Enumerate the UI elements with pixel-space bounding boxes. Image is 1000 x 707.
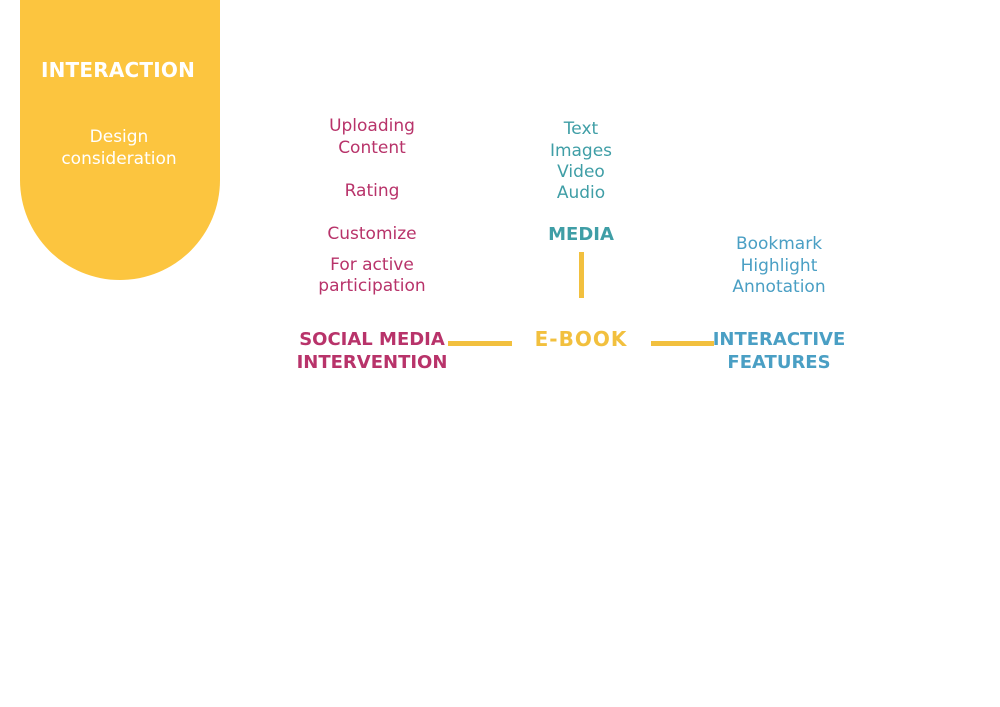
media-item: Video: [557, 162, 605, 182]
tab-subtitle-line2: consideration: [61, 149, 177, 169]
social-item: Customize: [327, 224, 417, 244]
tab-subtitle: Design consideration: [20, 126, 218, 170]
social-item: Content: [338, 138, 406, 158]
interactive-item: Highlight: [740, 256, 818, 276]
right-connector: [651, 341, 714, 346]
social-item: For active: [330, 255, 414, 275]
media-heading: MEDIA: [548, 224, 614, 245]
social-item: Uploading: [329, 116, 415, 136]
media-item: Text: [563, 119, 599, 139]
ebook-label: E-BOOK: [534, 327, 628, 351]
interaction-tab: [20, 0, 220, 280]
social-media-heading: SOCIAL MEDIA INTERVENTION: [262, 328, 482, 374]
interactive-features-heading: INTERACTIVE FEATURES: [669, 328, 889, 374]
tab-subtitle-line1: Design: [89, 127, 149, 147]
interactive-item: Bookmark: [735, 234, 823, 254]
tab-title: INTERACTION: [40, 58, 196, 82]
social-heading-line2: INTERVENTION: [296, 352, 448, 373]
social-heading-line1: SOCIAL MEDIA: [299, 329, 445, 350]
interactive-heading-line1: INTERACTIVE: [712, 329, 846, 350]
media-connector: [579, 252, 584, 298]
media-item: Images: [549, 141, 613, 161]
social-item: Rating: [344, 181, 400, 201]
interactive-item: Annotation: [732, 277, 826, 297]
left-connector: [448, 341, 512, 346]
social-item: participation: [318, 276, 426, 296]
media-item: Audio: [556, 183, 606, 203]
interactive-heading-line2: FEATURES: [727, 352, 831, 373]
